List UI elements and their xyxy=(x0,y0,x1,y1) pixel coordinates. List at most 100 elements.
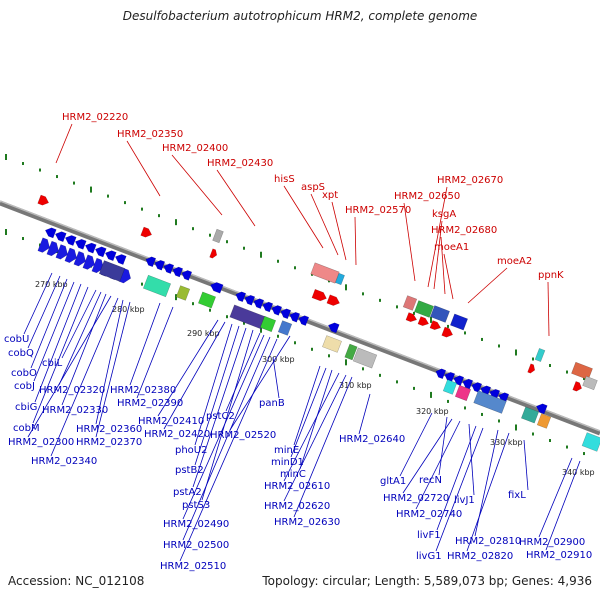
forward-gene-arrow xyxy=(311,288,327,302)
kbp-label: 270 kbp xyxy=(35,280,68,289)
forward-gene-arrow xyxy=(209,248,218,259)
reverse-leader-line xyxy=(157,319,219,417)
forward-leader-line xyxy=(354,216,357,266)
reverse-leader-line xyxy=(61,289,97,359)
reverse-gene-label: panB xyxy=(259,398,285,409)
kbp-label: 340 kbp xyxy=(562,468,595,477)
reverse-leader-line xyxy=(290,367,327,458)
forward-gene-label: ppnK xyxy=(538,270,564,281)
reverse-leader-line xyxy=(545,460,581,551)
reverse-leader-line xyxy=(466,432,510,552)
forward-gene-arrow xyxy=(326,294,340,306)
reverse-leader-line xyxy=(27,295,112,438)
reverse-gene-arrow xyxy=(435,368,447,380)
reverse-gene-arrow xyxy=(104,250,117,262)
reverse-gene-arrow xyxy=(253,298,265,309)
reverse-gene-label: pstA2 xyxy=(173,487,202,498)
forward-tick-track xyxy=(5,154,585,381)
forward-gene-label: HRM2_02570 xyxy=(345,205,411,216)
reverse-gene-arrow xyxy=(235,291,247,303)
reverse-gene-block xyxy=(37,237,50,253)
gene-block xyxy=(571,361,593,381)
reverse-leader-line xyxy=(27,275,61,349)
reverse-gene-block xyxy=(91,257,104,274)
gene-block xyxy=(520,406,540,424)
gene-block xyxy=(175,285,191,301)
reverse-gene-label: gltA1 xyxy=(380,476,406,487)
forward-gene-arrow xyxy=(441,326,454,338)
forward-gene-arrow xyxy=(405,312,418,322)
gene-block xyxy=(352,347,378,369)
forward-gene-arrow xyxy=(572,381,583,392)
forward-gene-arrow xyxy=(37,194,50,206)
reverse-gene-label: HRM2_02370 xyxy=(76,437,142,448)
gene-block xyxy=(335,272,345,286)
reverse-gene-arrow xyxy=(154,259,166,271)
reverse-leader-line xyxy=(136,306,174,399)
reverse-leader-line xyxy=(293,365,321,446)
reverse-leader-line xyxy=(163,321,226,430)
forward-gene-label: aspS xyxy=(301,182,325,193)
reverse-gene-label: HRM2_02610 xyxy=(264,481,330,492)
reverse-leader-line xyxy=(33,281,75,382)
reverse-leader-line xyxy=(192,327,247,488)
reverse-leader-line xyxy=(182,336,271,541)
gene-block xyxy=(310,262,340,284)
forward-gene-label: HRM2_02400 xyxy=(162,143,228,154)
reverse-gene-arrow xyxy=(172,266,184,278)
reverse-gene-label: HRM2_02620 xyxy=(264,501,330,512)
gene-block xyxy=(581,432,600,452)
forward-leader-line xyxy=(443,253,454,300)
reverse-gene-label: cobM xyxy=(13,423,40,434)
kbp-label: 300 kbp xyxy=(262,355,295,364)
reverse-leader-line xyxy=(438,416,448,476)
reverse-gene-label: minC xyxy=(280,469,306,480)
reverse-gene-arrow xyxy=(289,311,301,323)
accession-label: Accession: NC_012108 xyxy=(8,574,145,588)
reverse-gene-label: HRM2_02500 xyxy=(163,540,229,551)
reverse-leader-line xyxy=(474,429,499,537)
reverse-leader-line xyxy=(272,356,280,399)
reverse-gene-label: HRM2_02330 xyxy=(42,405,108,416)
reverse-leader-line xyxy=(95,301,131,438)
reverse-gene-label: HRM2_02410 xyxy=(138,416,204,427)
gene-block xyxy=(582,375,598,391)
gene-block xyxy=(322,335,342,353)
forward-leader-line xyxy=(433,220,443,290)
reverse-gene-arrow xyxy=(114,254,127,265)
forward-gene-label: HRM2_02430 xyxy=(207,158,273,169)
reverse-gene-arrow xyxy=(271,305,283,316)
reverse-gene-block xyxy=(46,240,59,257)
reverse-leader-line xyxy=(34,283,82,403)
reverse-gene-label: cbiG xyxy=(15,402,37,413)
genome-summary: Topology: circular; Length: 5,589,073 bp… xyxy=(262,574,592,588)
reverse-gene-label: pstS3 xyxy=(182,500,210,511)
forward-gene-arrow xyxy=(527,363,536,374)
kbp-label: 310 kbp xyxy=(339,381,372,390)
map-title: Desulfobacterium autotrophicum HRM2, com… xyxy=(122,9,478,23)
gene-block xyxy=(259,315,277,333)
gene-block xyxy=(197,291,217,309)
reverse-leader-line xyxy=(30,278,68,369)
reverse-leader-line xyxy=(225,332,261,412)
reverse-gene-label: HRM2_02820 xyxy=(447,551,513,562)
genome-backbone-highlight xyxy=(0,200,600,432)
gene-block xyxy=(454,384,472,402)
forward-gene-label: moeA1 xyxy=(434,242,469,253)
reverse-gene-label: HRM2_02510 xyxy=(160,561,226,572)
reverse-gene-label: cobU xyxy=(4,334,29,345)
reverse-leader-line xyxy=(61,293,107,406)
reverse-gene-block xyxy=(64,247,77,263)
gene-block xyxy=(473,390,507,414)
reverse-leader-line xyxy=(435,427,484,552)
reverse-leader-line xyxy=(194,325,240,466)
reverse-leader-line xyxy=(399,412,433,477)
reverse-leader-line xyxy=(402,418,453,494)
forward-gene-arrow xyxy=(417,316,430,326)
reverse-leader-line xyxy=(415,420,461,510)
reverse-gene-arrow xyxy=(298,315,310,326)
forward-gene-label: xpt xyxy=(322,190,338,201)
reverse-gene-label: HRM2_02630 xyxy=(274,517,340,528)
reverse-gene-label: HRM2_02740 xyxy=(396,509,462,520)
